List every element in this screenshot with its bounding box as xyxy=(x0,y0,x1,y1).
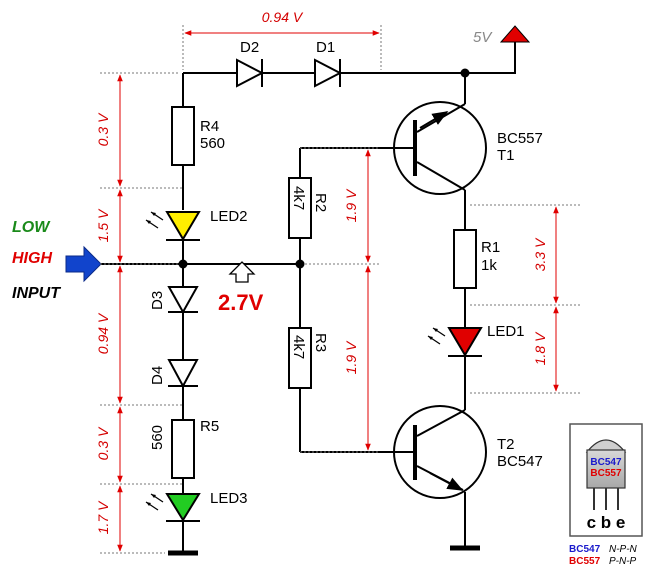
dimension-lines xyxy=(117,30,559,552)
r5-value: 560 xyxy=(149,425,166,450)
resistor-r1 xyxy=(453,229,477,289)
chip-pins xyxy=(593,488,619,510)
r2-name: R2 xyxy=(312,193,329,212)
t2-transistor xyxy=(393,405,487,499)
left-measure-2: 1.5 V xyxy=(95,208,111,242)
diode-d3 xyxy=(167,286,199,315)
pinout-diagram: BC547 BC557 c b e xyxy=(569,423,643,537)
dashed-guides xyxy=(100,25,580,554)
input-arrow-icon xyxy=(65,245,102,283)
resistor-r5 xyxy=(171,419,195,479)
legend-npn-name: BC547 xyxy=(569,544,601,555)
resistor-r3 xyxy=(288,327,312,389)
input-high-label: HIGH xyxy=(12,250,52,267)
r5-name: R5 xyxy=(200,418,219,435)
input-label: INPUT xyxy=(12,285,61,302)
supply-arrow-icon xyxy=(499,25,531,43)
d2-label: D2 xyxy=(240,39,259,56)
legend-pnp-name: BC557 xyxy=(569,556,601,567)
right-measure-2: 1.8 V xyxy=(532,331,548,365)
chip-label-npn: BC547 xyxy=(590,457,622,468)
d1-label: D1 xyxy=(316,39,335,56)
led3-label: LED3 xyxy=(210,490,248,507)
t1-type: BC557 xyxy=(497,130,543,147)
input-low-label: LOW xyxy=(12,219,51,236)
r3-value: 4k7 xyxy=(290,335,307,359)
led2-label: LED2 xyxy=(210,208,248,225)
r1-value: 1k xyxy=(481,257,497,274)
legend-npn-type: N-P-N xyxy=(609,544,638,555)
middle-measure-1: 1.9 V xyxy=(343,188,359,222)
t1-emitter-arrow xyxy=(419,111,449,129)
diode-d1 xyxy=(314,58,343,88)
left-measure-4: 0.3 V xyxy=(95,426,111,460)
t1-transistor xyxy=(393,101,487,195)
chip-label-pnp: BC557 xyxy=(590,468,622,479)
node-voltage-label: 2.7V xyxy=(218,290,264,315)
chip-body xyxy=(586,449,626,489)
left-measure-5: 1.7 V xyxy=(95,500,111,534)
t1-name: T1 xyxy=(497,147,515,164)
pin-names: c b e xyxy=(587,513,626,532)
supply-label: 5V xyxy=(473,29,493,46)
led1-red xyxy=(427,327,483,357)
d4-label: D4 xyxy=(149,366,166,385)
led2-yellow xyxy=(145,211,201,241)
t2-name: T2 xyxy=(497,436,515,453)
r4-name: R4 xyxy=(200,118,219,135)
r4-value: 560 xyxy=(200,135,225,152)
right-measure-1: 3.3 V xyxy=(532,237,548,271)
t2-type: BC547 xyxy=(497,453,543,470)
r2-value: 4k7 xyxy=(290,186,307,210)
t2-emitter-arrow xyxy=(429,472,464,491)
resistor-r2 xyxy=(288,177,312,239)
r1-name: R1 xyxy=(481,239,500,256)
left-measure-1: 0.3 V xyxy=(95,112,111,146)
legend-pnp-type: P-N-P xyxy=(609,556,637,567)
led1-label: LED1 xyxy=(487,323,525,340)
diode-d4 xyxy=(167,359,199,389)
d3-label: D3 xyxy=(149,291,166,310)
led3-green xyxy=(145,493,201,522)
middle-measure-2: 1.9 V xyxy=(343,340,359,374)
left-measure-3: 0.94 V xyxy=(95,312,111,354)
top-voltage-label: 0.94 V xyxy=(262,9,304,25)
r3-name: R3 xyxy=(312,333,329,352)
junction-dots xyxy=(178,68,470,269)
resistor-r4 xyxy=(171,106,195,166)
node-up-arrow-icon xyxy=(228,261,256,283)
diode-d2 xyxy=(236,58,265,88)
